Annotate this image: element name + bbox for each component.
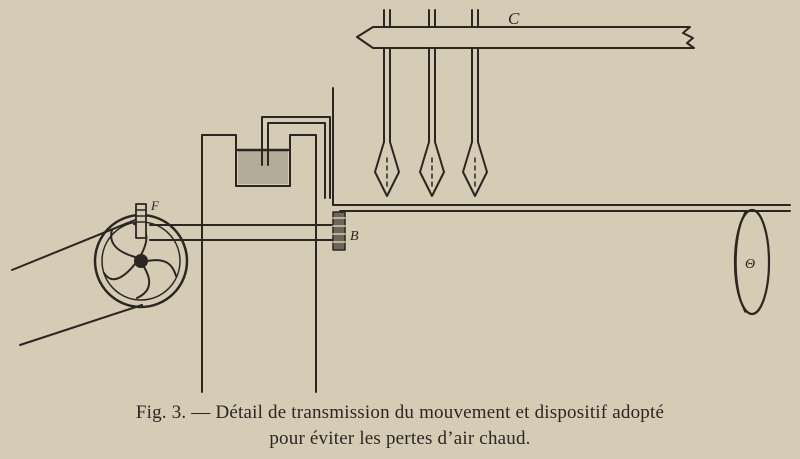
transmission-shaft xyxy=(149,224,333,241)
label-theta: Θ xyxy=(745,257,755,272)
fan-wheel-f xyxy=(93,203,189,309)
figure-caption-line-1: Fig. 3. — Détail de transmission du mouv… xyxy=(135,402,665,423)
label-c: C xyxy=(508,9,520,28)
drive-belt xyxy=(11,217,143,346)
figure-caption-line-2: pour éviter les pertes d’air chaud. xyxy=(269,428,531,449)
rod-3 xyxy=(462,9,488,197)
seal-hood xyxy=(261,116,331,199)
gear-b xyxy=(332,211,346,251)
label-b: B xyxy=(350,229,359,244)
wall-pillar xyxy=(201,134,317,393)
rod-1 xyxy=(374,9,400,197)
label-f: F xyxy=(150,198,160,213)
main-rail xyxy=(332,204,791,212)
rod-c xyxy=(356,26,695,49)
rod-2 xyxy=(419,9,445,197)
vertical-rods xyxy=(374,9,488,197)
disk-theta xyxy=(733,208,771,316)
